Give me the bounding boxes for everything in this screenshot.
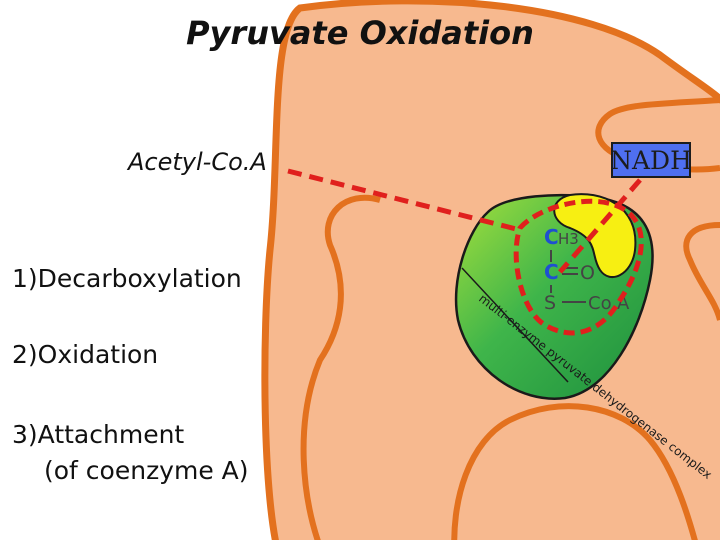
acetyl-coa-pointer-line <box>287 168 521 233</box>
molecule-hydrogen-subscript: H3 <box>558 230 579 248</box>
nadh-pointer-line <box>558 178 642 274</box>
enzyme-divider <box>461 267 569 383</box>
acetyl-coa-highlight-outline <box>513 198 644 336</box>
acetyl-coa-label: Acetyl-Co.A <box>128 148 267 176</box>
molecule-carbon-middle: C <box>544 260 559 284</box>
page-title: Pyruvate Oxidation <box>186 14 534 52</box>
molecule-carbon-top: C <box>544 225 559 249</box>
step-attachment: 3)Attachment <box>12 420 185 449</box>
molecule-oxygen: O <box>580 262 595 284</box>
step-oxidation: 2)Oxidation <box>12 340 159 369</box>
molecule-sulfur: S <box>544 292 556 314</box>
mitochondrion-lower-curve <box>451 403 698 540</box>
step-attachment-detail: (of coenzyme A) <box>44 456 249 485</box>
mitochondrion-crista <box>683 222 720 321</box>
nadh-label: NADH <box>610 145 692 175</box>
mitochondrion-inner-curve <box>300 194 381 540</box>
step-decarboxylation: 1)Decarboxylation <box>12 264 242 293</box>
nadh-box: NADH <box>610 142 692 178</box>
